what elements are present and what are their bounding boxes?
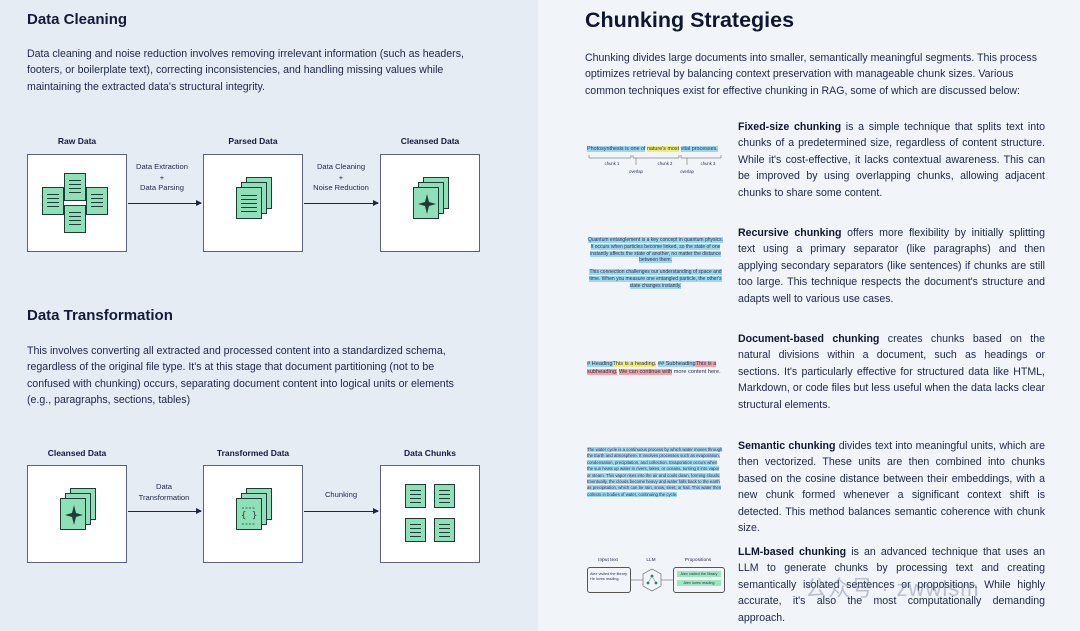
proposition: Alex loves reading xyxy=(677,580,721,586)
document-icon xyxy=(64,173,86,201)
data-transformation-body: This involves converting all extracted a… xyxy=(27,345,454,406)
chunk-text: vital processes. xyxy=(680,146,718,152)
overlap-label: overlap xyxy=(680,169,694,174)
stage-label-raw: Raw Data xyxy=(57,136,97,146)
chunk-label: chunk 3 xyxy=(700,161,716,166)
propositions-box: Alex visited the library Alex loves read… xyxy=(673,567,725,593)
stage-label-chunks: Data Chunks xyxy=(404,448,456,458)
document-icon xyxy=(42,187,64,215)
arrow-right xyxy=(128,508,202,514)
semantic-illustration: The water cycle is a continuous process … xyxy=(587,447,723,497)
recursive-paragraph-1: Quantum entanglement is a key concept in… xyxy=(587,237,724,264)
arrow-right xyxy=(128,200,202,206)
stage-label-transformed: Transformed Data xyxy=(216,448,290,458)
document-based-illustration: # HeadingThis is a heading. ## Subheadin… xyxy=(587,361,721,375)
cleansed-data-box xyxy=(380,154,480,252)
arrow-right xyxy=(304,200,379,206)
recursive-paragraph-2: This connection challenges our understan… xyxy=(589,269,722,289)
document-icon xyxy=(86,187,108,215)
chunk-icon xyxy=(434,484,455,508)
proposition: Alex visited the library xyxy=(677,571,721,577)
strategy-llm-based: LLM-based chunking is an advanced techni… xyxy=(738,546,1046,624)
chunking-intro: Chunking divides large documents into sm… xyxy=(585,52,1038,97)
chunk-label: chunk 1 xyxy=(604,161,620,166)
arrow-label-clean: Data Cleaning+Noise Reduction xyxy=(313,162,369,192)
stage-label-cleansed: Cleansed Data xyxy=(400,136,460,146)
arrow-right xyxy=(304,508,379,514)
input-text-box: Alex visited the library. He loves readi… xyxy=(587,567,631,593)
parsed-data-box xyxy=(203,154,303,252)
chunk-icon xyxy=(434,518,455,542)
propositions-label: Propositions xyxy=(684,558,712,563)
llm-network-icon xyxy=(631,568,673,592)
arrow-label-chunking: Chunking xyxy=(324,490,358,499)
document-icon xyxy=(236,187,262,219)
data-transformation-heading: Data Transformation xyxy=(27,307,173,324)
raw-data-box xyxy=(27,154,127,252)
arrow-label-extract: Data Extraction+Data Parsing xyxy=(136,162,188,192)
code-document-icon: { } xyxy=(236,498,262,530)
chunking-title: Chunking Strategies xyxy=(585,8,795,32)
chunk-icon xyxy=(405,484,426,508)
chunk-text: nature's most xyxy=(646,146,680,152)
llm-label: LLM xyxy=(646,558,656,563)
data-cleaning-heading: Data Cleaning xyxy=(27,11,128,28)
overlap-label: overlap xyxy=(629,169,643,174)
strategy-fixed: Fixed-size chunking is a simple techniqu… xyxy=(738,121,1046,199)
watermark: 公众号 · zwwlsm xyxy=(805,576,980,601)
recursive-illustration: Quantum entanglement is a key concept in… xyxy=(587,237,724,290)
cleansed-data-box xyxy=(27,465,127,563)
chunk-label: chunk 2 xyxy=(657,161,673,166)
data-chunks-box xyxy=(380,465,480,563)
strategy-recursive: Recursive chunking offers more flexibili… xyxy=(738,227,1046,305)
svg-text:{ }: { } xyxy=(241,511,257,521)
data-cleaning-body: Data cleaning and noise reduction involv… xyxy=(27,48,464,93)
input-text-label: Input text xyxy=(598,558,618,563)
sparkle-document-icon xyxy=(413,187,439,219)
chunk-text: Photosynthesis is one of xyxy=(587,146,646,152)
document-icon xyxy=(64,205,86,233)
strategy-semantic: Semantic chunking divides text into mean… xyxy=(738,440,1045,535)
llm-illustration: Input text LLM Propositions Alex visited… xyxy=(587,558,727,596)
chunk-icon xyxy=(405,518,426,542)
stage-label-parsed: Parsed Data xyxy=(228,136,278,146)
right-panel xyxy=(538,0,1080,631)
stage-label-cleansed: Cleansed Data xyxy=(47,448,107,458)
sparkle-document-icon xyxy=(60,498,86,530)
fixed-size-illustration: Photosynthesis is one of nature's most v… xyxy=(587,146,723,180)
strategy-document-based: Document-based chunking creates chunks b… xyxy=(738,333,1045,411)
transformed-data-box: { } xyxy=(203,465,303,563)
